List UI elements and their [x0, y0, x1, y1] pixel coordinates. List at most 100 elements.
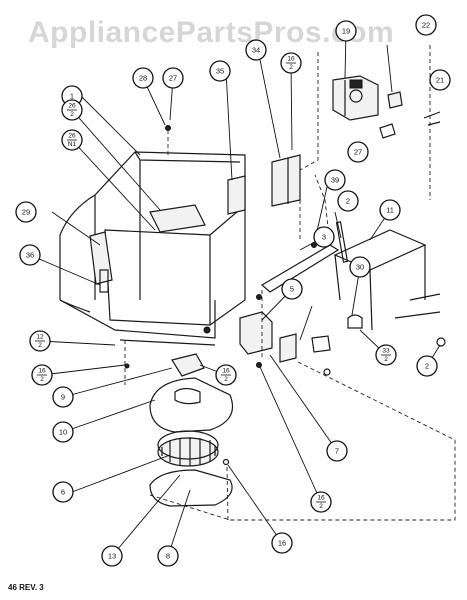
- fraction-denominator: 2: [70, 111, 74, 118]
- fraction-callout-26: 262: [61, 99, 83, 121]
- support-rod: [335, 221, 349, 263]
- callout-label: 39: [331, 175, 339, 184]
- callout-label: 34: [252, 45, 260, 54]
- fraction-denominator: 2: [289, 64, 293, 71]
- callout-circle: [337, 190, 359, 212]
- callout-label: 7: [335, 446, 339, 455]
- callout-label: 21: [436, 75, 444, 84]
- callout-circle: [326, 440, 348, 462]
- mounting-rail: [260, 244, 340, 293]
- callout-circle: [429, 69, 451, 91]
- screw-e: [256, 362, 262, 368]
- callout-label: 29: [22, 207, 30, 216]
- callout-circle: [209, 60, 231, 82]
- callout-label: 22: [422, 20, 430, 29]
- callout-circle: [157, 545, 179, 567]
- fraction-numerator: 16: [287, 56, 295, 63]
- callout-27: 27: [347, 141, 369, 163]
- callout-label: 36: [26, 250, 34, 259]
- fraction-numerator: 16: [222, 368, 230, 375]
- callout-16: 16: [271, 532, 293, 554]
- leader-lines: [29, 30, 441, 557]
- callout-label: 10: [59, 427, 67, 436]
- fraction-numerator: 26: [68, 133, 76, 140]
- callout-28: 28: [132, 67, 154, 89]
- side-housing: [227, 154, 301, 215]
- fuse-holder: [311, 335, 331, 353]
- fraction-callout-33: 332: [375, 344, 397, 366]
- callout-circle: [335, 20, 357, 42]
- callout-label: 13: [108, 551, 116, 560]
- fan-motor: [171, 353, 205, 377]
- callout-circle: [52, 386, 74, 408]
- watermark-text: AppliancePartsPros.com: [28, 16, 394, 49]
- callout-circle: [416, 355, 438, 377]
- hv-capacitor: [239, 311, 273, 355]
- fraction-denominator: 2: [38, 342, 42, 349]
- callout-label: 9: [61, 392, 65, 401]
- callout-21: 21: [429, 69, 451, 91]
- callout-circle: [347, 141, 369, 163]
- grommet: [203, 326, 211, 334]
- callout-circle: [324, 169, 346, 191]
- fan-shroud: [149, 469, 233, 507]
- fraction-denominator: 2: [224, 376, 228, 383]
- fraction-callout-16: 162: [310, 491, 332, 513]
- fraction-callout-12: 122: [29, 330, 51, 352]
- fraction-numerator: 16: [38, 368, 46, 375]
- thermal-cutout: [379, 123, 396, 139]
- callout-label: 35: [216, 66, 224, 75]
- magnetron-thermostat: [387, 91, 403, 109]
- callout-label: 5: [290, 284, 294, 293]
- callout-29: 29: [15, 201, 37, 223]
- screw-c: [323, 368, 331, 376]
- cabinet-wrapper: [59, 151, 246, 346]
- fraction-denominator: 2: [319, 503, 323, 510]
- callout-label: 1: [70, 91, 74, 100]
- screw-g: [124, 363, 130, 369]
- callout-3: 3: [313, 226, 335, 248]
- bracket-plate: [279, 333, 297, 363]
- fraction-callout-16: 162: [215, 364, 237, 386]
- screw-d: [222, 458, 230, 466]
- callout-layer: 1223567891011131619212227272829303435363…: [15, 14, 451, 567]
- callout-label: 27: [354, 147, 362, 156]
- callout-circle: [162, 67, 184, 89]
- fraction-denominator: N1: [68, 141, 77, 148]
- callout-9: 9: [52, 386, 74, 408]
- fraction-numerator: 26: [68, 103, 76, 110]
- callout-label: 11: [386, 205, 394, 214]
- callout-circle: [271, 532, 293, 554]
- callout-circle: [52, 481, 74, 503]
- blower-wheel: [157, 430, 219, 467]
- callout-circle: [281, 278, 303, 300]
- callout-19: 19: [335, 20, 357, 42]
- callout-label: 16: [278, 538, 286, 547]
- callout-label: 2: [425, 361, 429, 370]
- callout-39: 39: [324, 169, 346, 191]
- callout-11: 11: [379, 199, 401, 221]
- callout-30: 30: [349, 256, 371, 278]
- fraction-numerator: 16: [317, 495, 325, 502]
- callout-label: 27: [169, 73, 177, 82]
- revision-label: 46 REV. 3: [8, 583, 44, 592]
- callout-circle: [245, 39, 267, 61]
- fraction-denominator: 2: [384, 356, 388, 363]
- callout-label: 8: [166, 551, 170, 560]
- callout-27: 27: [162, 67, 184, 89]
- callout-circle: [101, 545, 123, 567]
- callout-label: 2: [346, 196, 350, 205]
- fraction-callout-16: 162: [31, 364, 53, 386]
- callout-circle: [415, 14, 437, 36]
- callout-6: 6: [52, 481, 74, 503]
- callout-7: 7: [326, 440, 348, 462]
- callout-circle: [379, 199, 401, 221]
- callout-34: 34: [245, 39, 267, 61]
- diode-clip: [347, 314, 363, 329]
- callout-10: 10: [52, 421, 74, 443]
- fraction-denominator: 2: [40, 376, 44, 383]
- callout-circle: [19, 244, 41, 266]
- callout-22: 22: [415, 14, 437, 36]
